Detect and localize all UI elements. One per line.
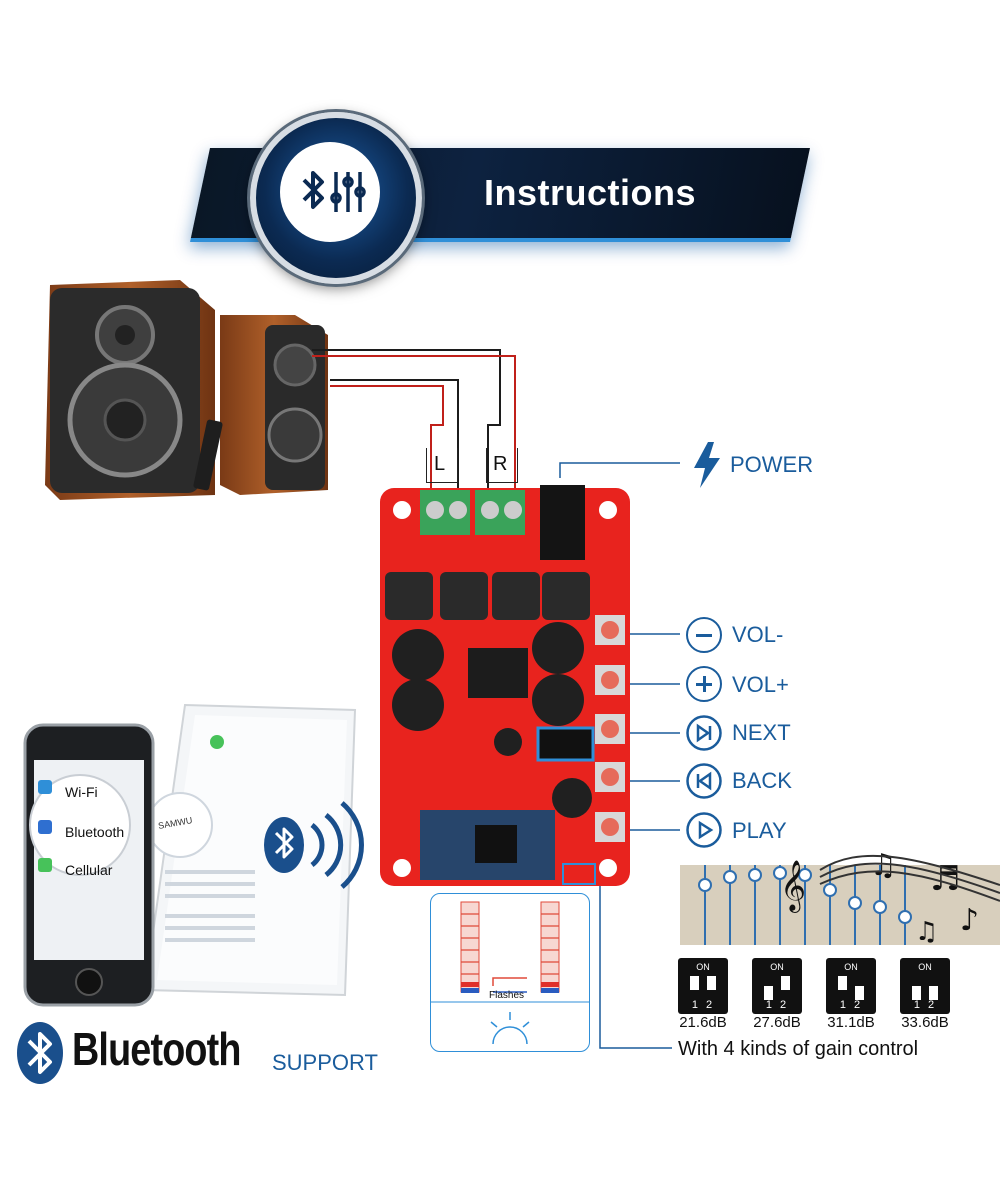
svg-text:♫: ♫ (870, 848, 897, 883)
plus-icon (686, 666, 722, 702)
vol-plus-label: VOL+ (732, 672, 789, 697)
vol-minus-label: VOL- (732, 622, 784, 647)
phone-image (23, 723, 155, 1007)
svg-text:♫: ♫ (915, 917, 938, 947)
dip-switch-4: ON 12 (900, 958, 950, 1014)
power-label: POWER (730, 452, 814, 477)
bluetooth-wordmark: Bluetooth (72, 1023, 241, 1075)
play-label: PLAY (732, 818, 787, 843)
tablet-image (143, 703, 357, 997)
right-terminal-label: R (493, 453, 508, 475)
flashes-label: Flashes (489, 990, 525, 1001)
minus-icon (686, 617, 722, 653)
speakers-image (45, 280, 328, 500)
back-label: BACK (732, 768, 792, 793)
dip-on-label: ON (918, 962, 932, 972)
right-terminal-frame (486, 448, 518, 483)
gain-level-4: 33.6dB (901, 1014, 949, 1031)
play-icon (686, 812, 722, 848)
gain-level-2: 27.6dB (753, 1014, 801, 1031)
dip-on-label: ON (696, 962, 710, 972)
power-icon (694, 442, 720, 488)
svg-text:♪: ♪ (960, 903, 979, 938)
banner-title: Instructions (483, 172, 696, 213)
phone-bluetooth-item: Bluetooth (65, 824, 125, 840)
bluetooth-equalizer-badge (250, 112, 422, 284)
led-diagram (431, 901, 589, 1045)
led-indicator-panel: Flashes (430, 893, 590, 1052)
gain-level-3: 31.1dB (827, 1014, 875, 1031)
bluetooth-logo-icon (17, 1022, 63, 1084)
phone-wifi-item: Wi-Fi (65, 784, 98, 800)
bluetooth-support-label: SUPPORT (272, 1050, 378, 1075)
amplifier-board (380, 485, 630, 886)
next-icon (686, 715, 722, 751)
bluetooth-icon (302, 171, 366, 212)
dip-switch-3: ON 12 (826, 958, 876, 1014)
gain-caption: With 4 kinds of gain control (678, 1038, 919, 1060)
back-icon (686, 763, 722, 799)
left-terminal-label: L (434, 453, 446, 475)
dip-on-label: ON (844, 962, 858, 972)
dip-switch-1: ON 12 (678, 958, 728, 1014)
svg-text:𝄞: 𝄞 (780, 860, 806, 913)
bluetooth-signal-icon (264, 801, 364, 889)
gain-level-1: 21.6dB (679, 1014, 727, 1031)
dip-on-label: ON (770, 962, 784, 972)
left-terminal-frame (426, 448, 458, 483)
dip-switch-2: ON 12 (752, 958, 802, 1014)
next-label: NEXT (732, 720, 791, 745)
equalizer-graphic: 𝄞 ♫ ♬ ♪ ♫ (680, 848, 1000, 947)
phone-cellular-item: Cellular (65, 862, 113, 878)
